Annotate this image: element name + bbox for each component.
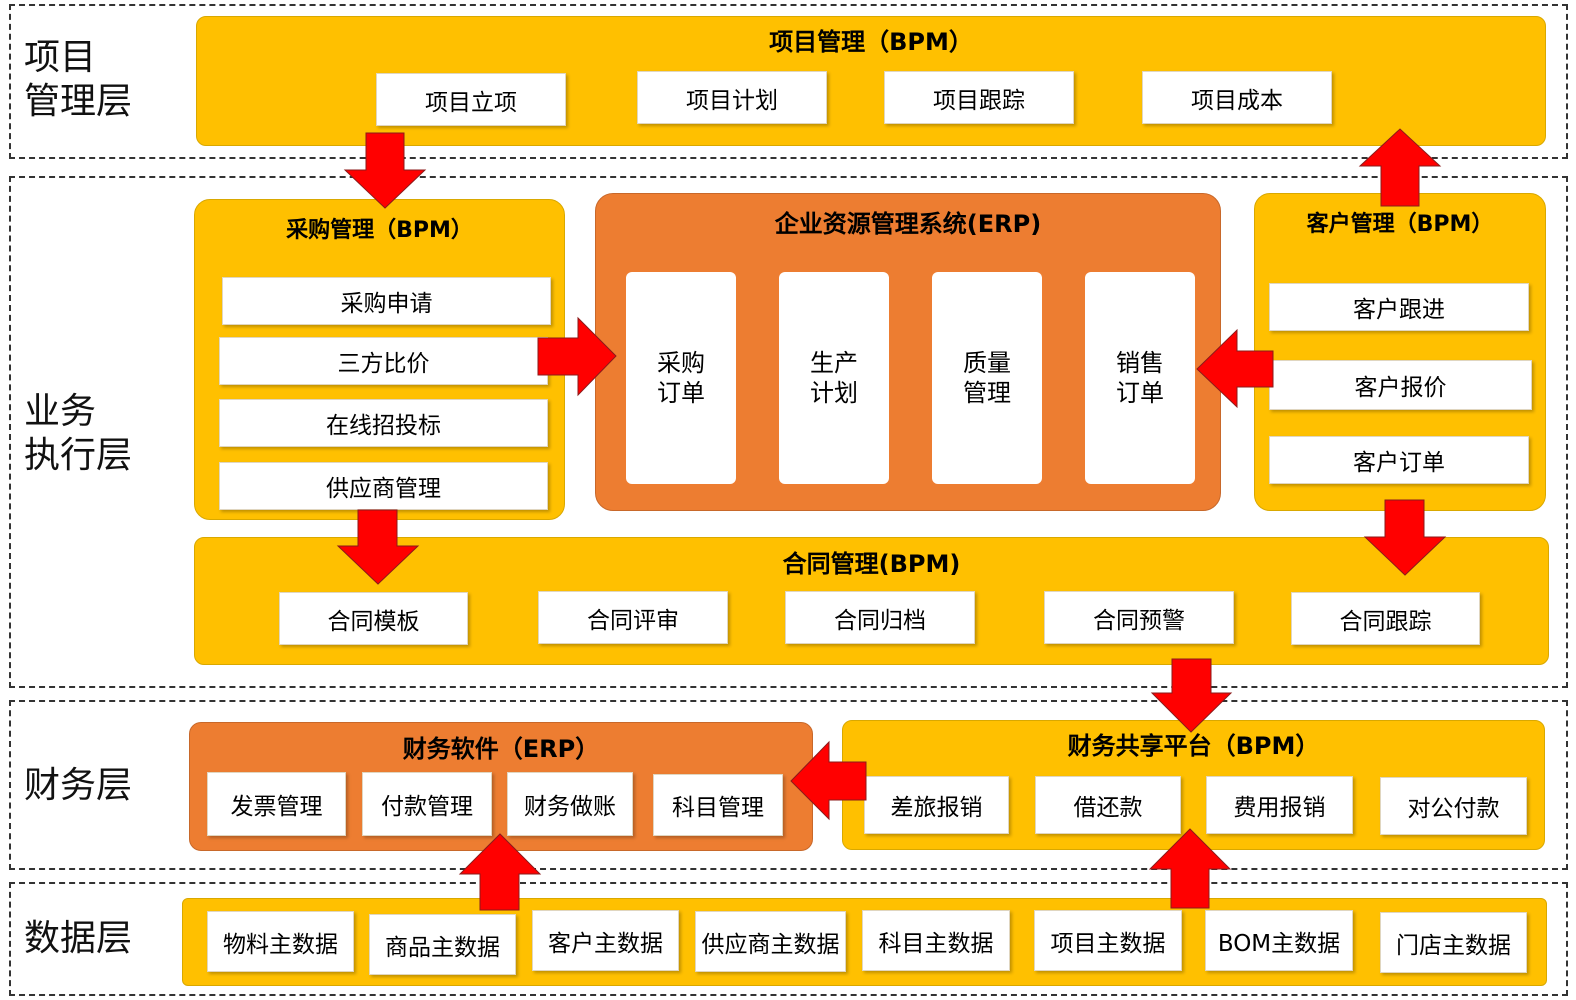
finance-layer-label: 财务层 xyxy=(24,765,133,806)
master-data-project: 项目主数据 xyxy=(1034,910,1182,971)
master-data-bom: BOM主数据 xyxy=(1205,910,1353,971)
contract-item-review: 合同评审 xyxy=(538,591,728,644)
finance-shared-item-corporate-pay: 对公付款 xyxy=(1380,777,1527,835)
project-layer-frame xyxy=(9,4,1568,159)
contract-management-title: 合同管理(BPM) xyxy=(782,550,961,578)
master-data-product: 商品主数据 xyxy=(369,914,516,975)
project-item-initiation: 项目立项 xyxy=(376,73,566,126)
project-layer-label: 项目 管理层 xyxy=(24,37,133,122)
purchase-item-request: 采购申请 xyxy=(222,277,551,325)
finance-layer-frame xyxy=(9,700,1568,870)
erp-item-purchase-order: 采购 订单 xyxy=(626,272,736,484)
purchase-item-bidding: 在线招投标 xyxy=(219,399,548,447)
contract-item-archive: 合同归档 xyxy=(785,591,975,644)
erp-item-quality: 质量 管理 xyxy=(932,272,1042,484)
project-management-title: 项目管理（BPM） xyxy=(769,28,973,56)
customer-item-follow-up: 客户跟进 xyxy=(1269,283,1529,331)
contract-item-template: 合同模板 xyxy=(279,592,468,645)
contract-item-warning: 合同预警 xyxy=(1044,591,1234,644)
erp-item-sales-order: 销售 订单 xyxy=(1085,272,1195,484)
finance-software-title: 财务软件（ERP） xyxy=(402,735,600,763)
purchase-item-price-compare: 三方比价 xyxy=(219,337,548,385)
project-item-tracking: 项目跟踪 xyxy=(884,71,1074,124)
customer-item-order: 客户订单 xyxy=(1269,436,1529,484)
erp-item-production-plan: 生产 计划 xyxy=(779,272,889,484)
purchase-management-title: 采购管理（BPM） xyxy=(286,218,473,243)
finance-shared-item-travel: 差旅报销 xyxy=(864,776,1009,834)
finance-shared-item-loan: 借还款 xyxy=(1035,776,1181,834)
erp-title: 企业资源管理系统(ERP) xyxy=(774,210,1042,238)
project-item-plan: 项目计划 xyxy=(637,71,827,124)
master-data-store: 门店主数据 xyxy=(1380,912,1527,973)
customer-item-quote: 客户报价 xyxy=(1269,360,1532,410)
finance-item-accounts: 科目管理 xyxy=(653,774,783,836)
business-layer-frame xyxy=(9,176,1568,688)
finance-item-invoice: 发票管理 xyxy=(207,772,346,836)
data-layer-label: 数据层 xyxy=(24,918,133,959)
business-layer-label: 业务 执行层 xyxy=(24,391,133,476)
master-data-account: 科目主数据 xyxy=(862,910,1010,971)
master-data-supplier: 供应商主数据 xyxy=(695,911,846,972)
contract-item-tracking: 合同跟踪 xyxy=(1291,592,1480,645)
data-layer-frame xyxy=(9,882,1568,996)
purchase-item-supplier: 供应商管理 xyxy=(219,462,548,510)
master-data-material: 物料主数据 xyxy=(207,911,354,972)
project-item-cost: 项目成本 xyxy=(1142,71,1332,124)
customer-management-title: 客户管理（BPM） xyxy=(1306,212,1494,237)
finance-item-payment: 付款管理 xyxy=(362,772,492,836)
finance-shared-item-expense: 费用报销 xyxy=(1206,776,1353,834)
finance-item-bookkeeping: 财务做账 xyxy=(507,772,633,836)
finance-shared-title: 财务共享平台（BPM） xyxy=(1067,732,1320,760)
master-data-customer: 客户主数据 xyxy=(532,910,679,971)
